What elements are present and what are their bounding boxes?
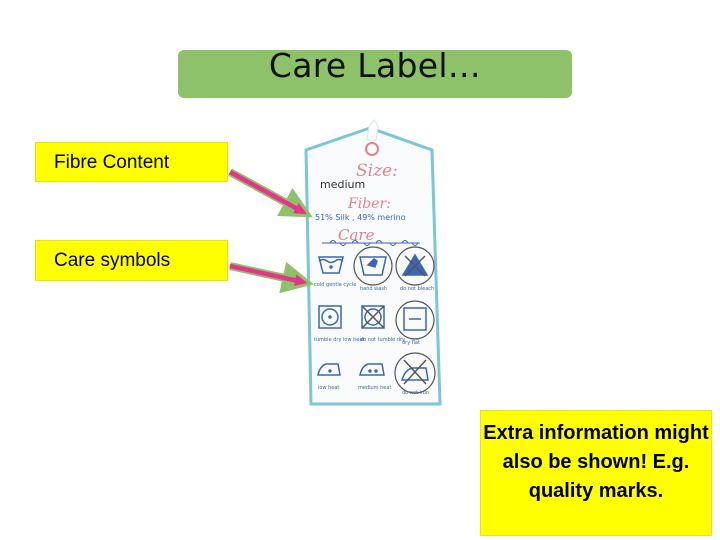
tag-care-heading: Care <box>338 226 375 244</box>
symbol-label: do not iron <box>402 390 429 396</box>
iron-medium-icon <box>359 363 385 376</box>
selected-ring <box>394 352 436 394</box>
symbol-label: do not tumble dry <box>360 337 405 343</box>
symbol-label: tumble dry low heat <box>314 337 364 343</box>
title-banner: Care Label… <box>178 46 572 98</box>
no-bleach-icon <box>401 253 429 277</box>
no-iron-icon <box>400 359 429 385</box>
extra-info-callout: Extra information might also be shown! E… <box>480 410 712 536</box>
symbol-label: do not bleach <box>400 286 434 292</box>
symbol-label: hand wash <box>360 286 387 292</box>
care-symbols-callout: Care symbols <box>35 240 228 281</box>
extra-info-label: Extra information might also be shown! E… <box>483 422 709 502</box>
symbol-label: cold gentle cycle <box>314 282 356 288</box>
tag-fiber-value: 51% Silk , 49% merino <box>315 213 406 222</box>
symbol-label: medium heat <box>358 385 391 391</box>
slide-title: Care Label… <box>268 46 482 85</box>
vine-decoration <box>322 240 420 246</box>
care-symbols-label: Care symbols <box>54 250 171 271</box>
iron-low-icon <box>317 363 341 376</box>
tumble-dry-icon <box>318 305 342 329</box>
tag-size-heading: Size: <box>356 161 398 181</box>
symbol-label: low heat <box>318 385 339 391</box>
fibre-content-label: Fibre Content <box>54 152 170 173</box>
selected-ring <box>395 246 435 286</box>
tag-fiber-heading: Fiber: <box>347 196 391 212</box>
selected-ring <box>395 300 435 340</box>
fibre-content-callout: Fibre Content <box>35 142 228 182</box>
no-tumble-dry-icon <box>361 305 385 329</box>
selected-ring <box>353 246 393 286</box>
hand-wash-icon <box>359 256 387 276</box>
symbol-label: dry flat <box>402 340 420 346</box>
care-arrow <box>229 261 314 294</box>
tag-hole <box>365 142 379 156</box>
dry-flat-icon <box>403 307 427 331</box>
tag-size-value: medium <box>320 178 365 191</box>
fibre-arrow <box>228 168 313 218</box>
wash-tub-icon <box>318 256 344 274</box>
